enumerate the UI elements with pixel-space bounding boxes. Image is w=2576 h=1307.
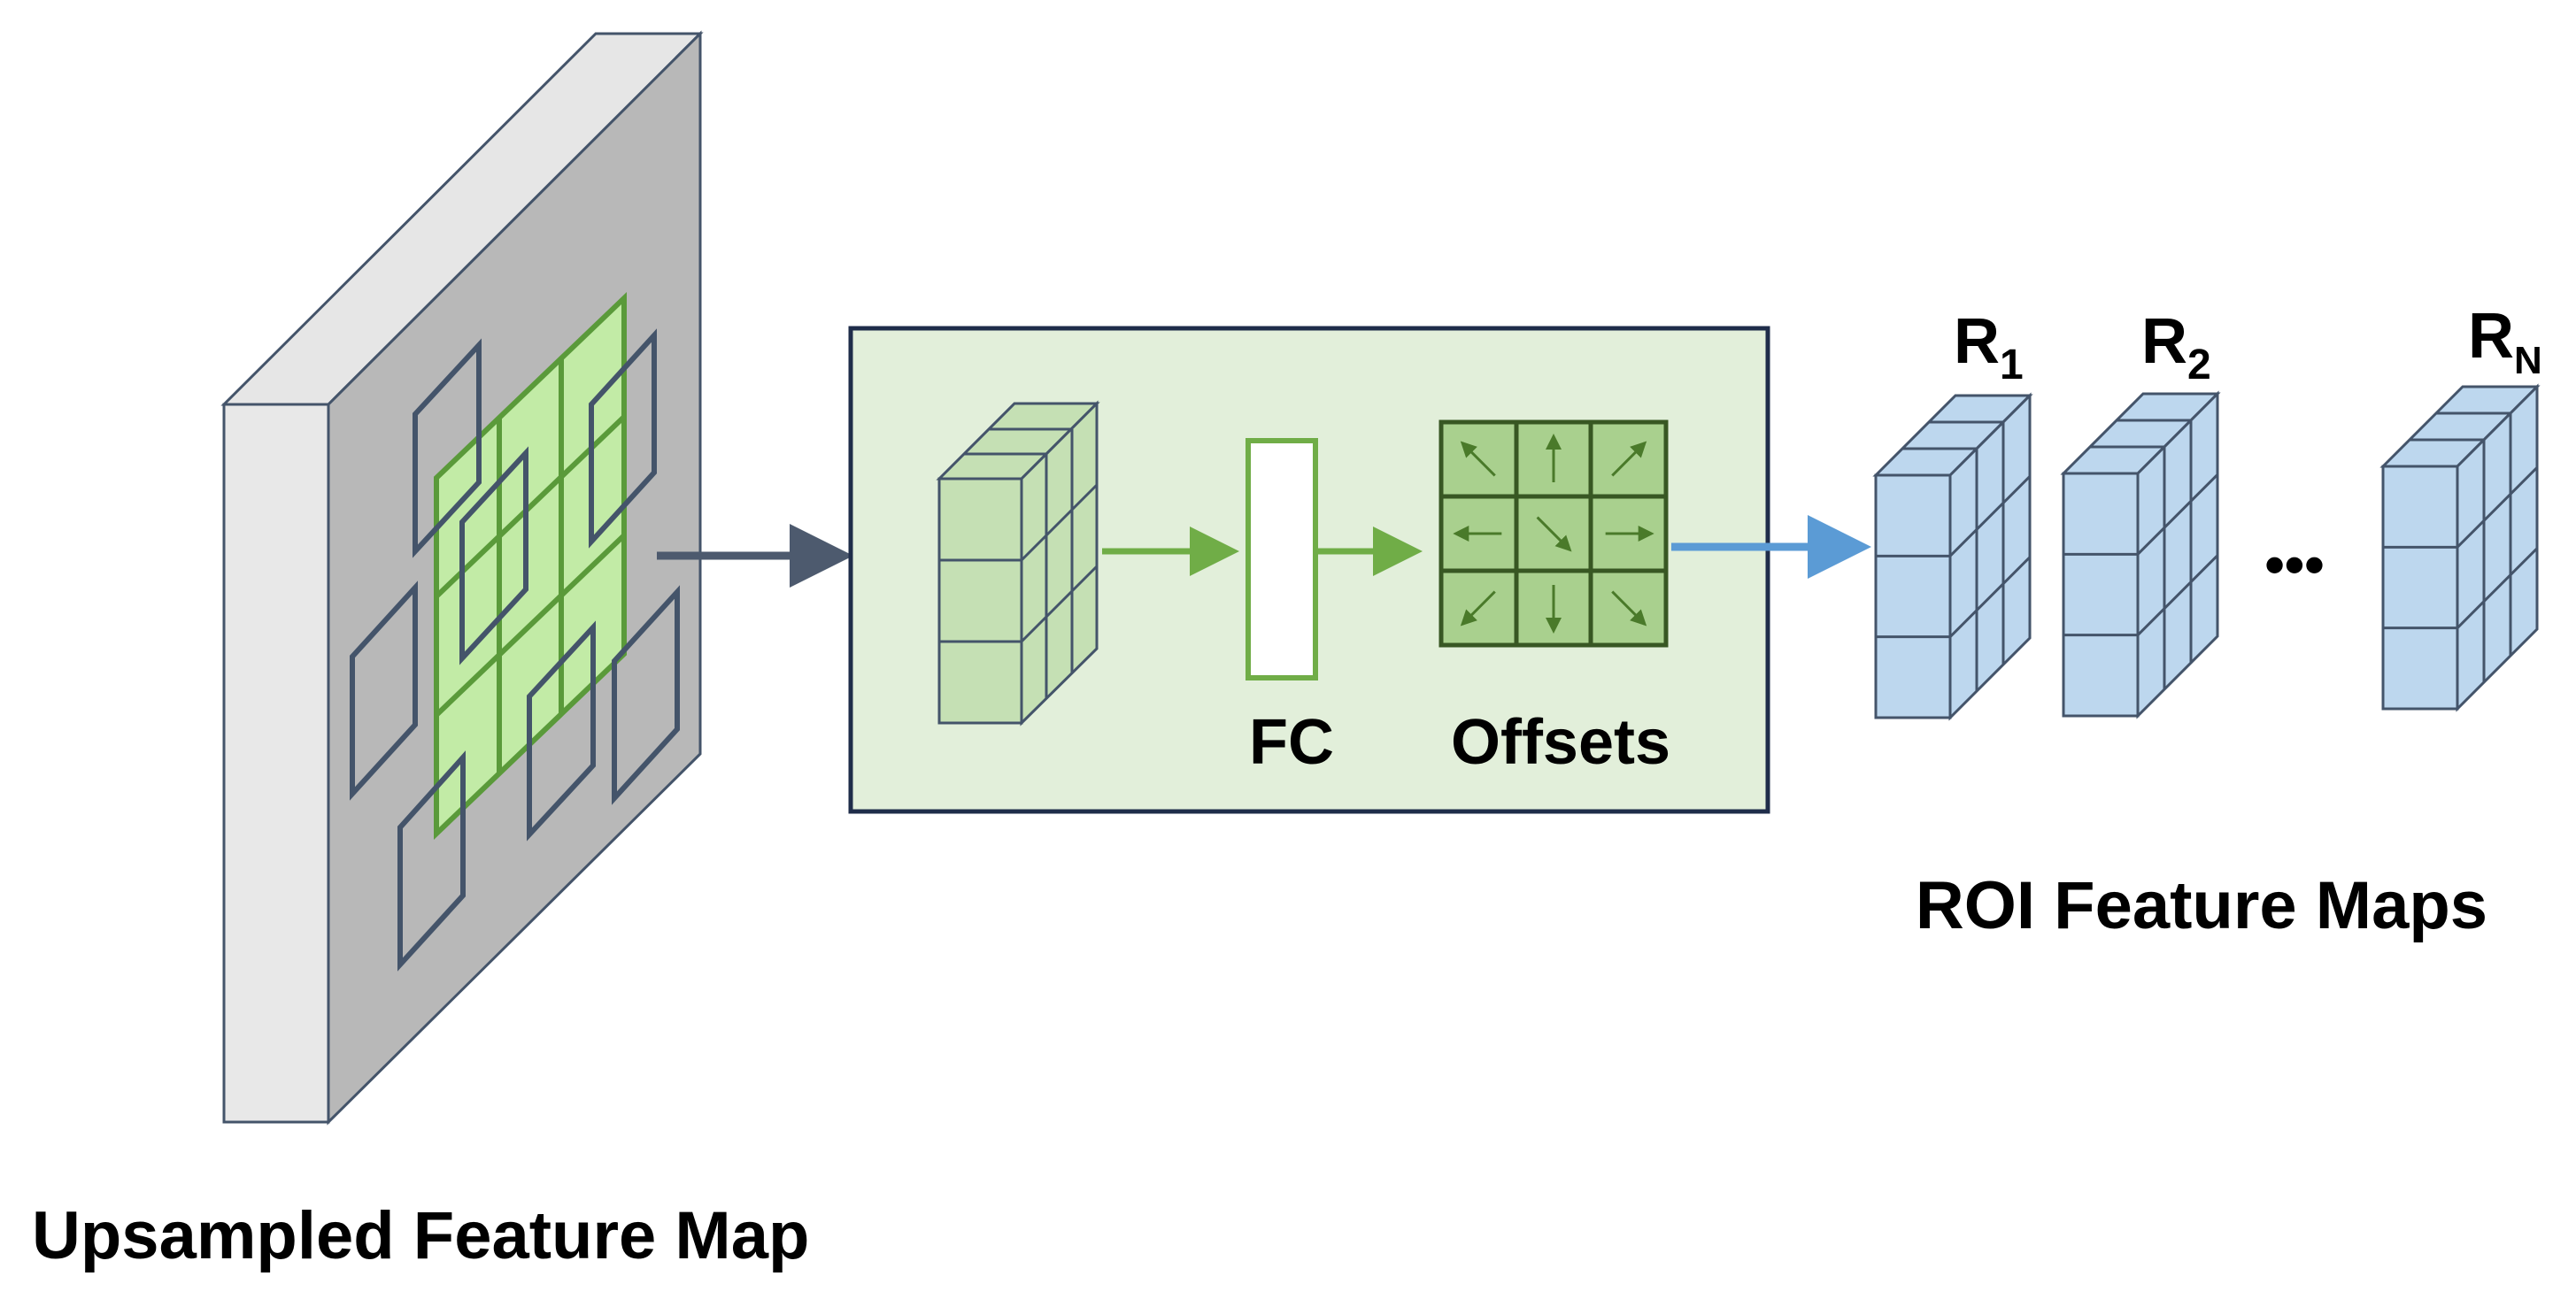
roi-feature-maps-title: ROI Feature Maps xyxy=(1916,868,2487,943)
ellipsis: ••• xyxy=(2264,533,2324,596)
offset-arrow xyxy=(1611,441,1647,477)
deformed-sample-boxes xyxy=(350,328,680,972)
roi-feature-maps xyxy=(1872,383,2541,721)
roi-label-r2: R2 xyxy=(2141,306,2211,388)
offset-arrow xyxy=(1536,516,1572,552)
roi-cube-2 xyxy=(2060,390,2221,719)
roi-cube-1 xyxy=(1872,392,2033,721)
offset-arrow xyxy=(1460,441,1496,477)
fc-layer-box xyxy=(1246,438,1318,680)
input-feature-cube xyxy=(936,400,1100,727)
upsampled-feature-map-title: Upsampled Feature Map xyxy=(32,1198,809,1273)
offset-arrow xyxy=(1460,590,1496,627)
fc-label: FC xyxy=(1249,707,1334,778)
roi-label-rn: RN xyxy=(2468,301,2542,382)
roi-cube-3 xyxy=(2379,383,2541,712)
offsets-label: Offsets xyxy=(1451,707,1670,778)
slab-side xyxy=(222,403,330,1124)
offset-arrows xyxy=(1453,434,1654,634)
offset-arrow xyxy=(1611,590,1647,627)
offset-module-panel: FC Offsets xyxy=(848,326,1770,814)
upsampled-feature-map xyxy=(220,30,704,1126)
roi-label-r1: R1 xyxy=(1954,306,2024,388)
